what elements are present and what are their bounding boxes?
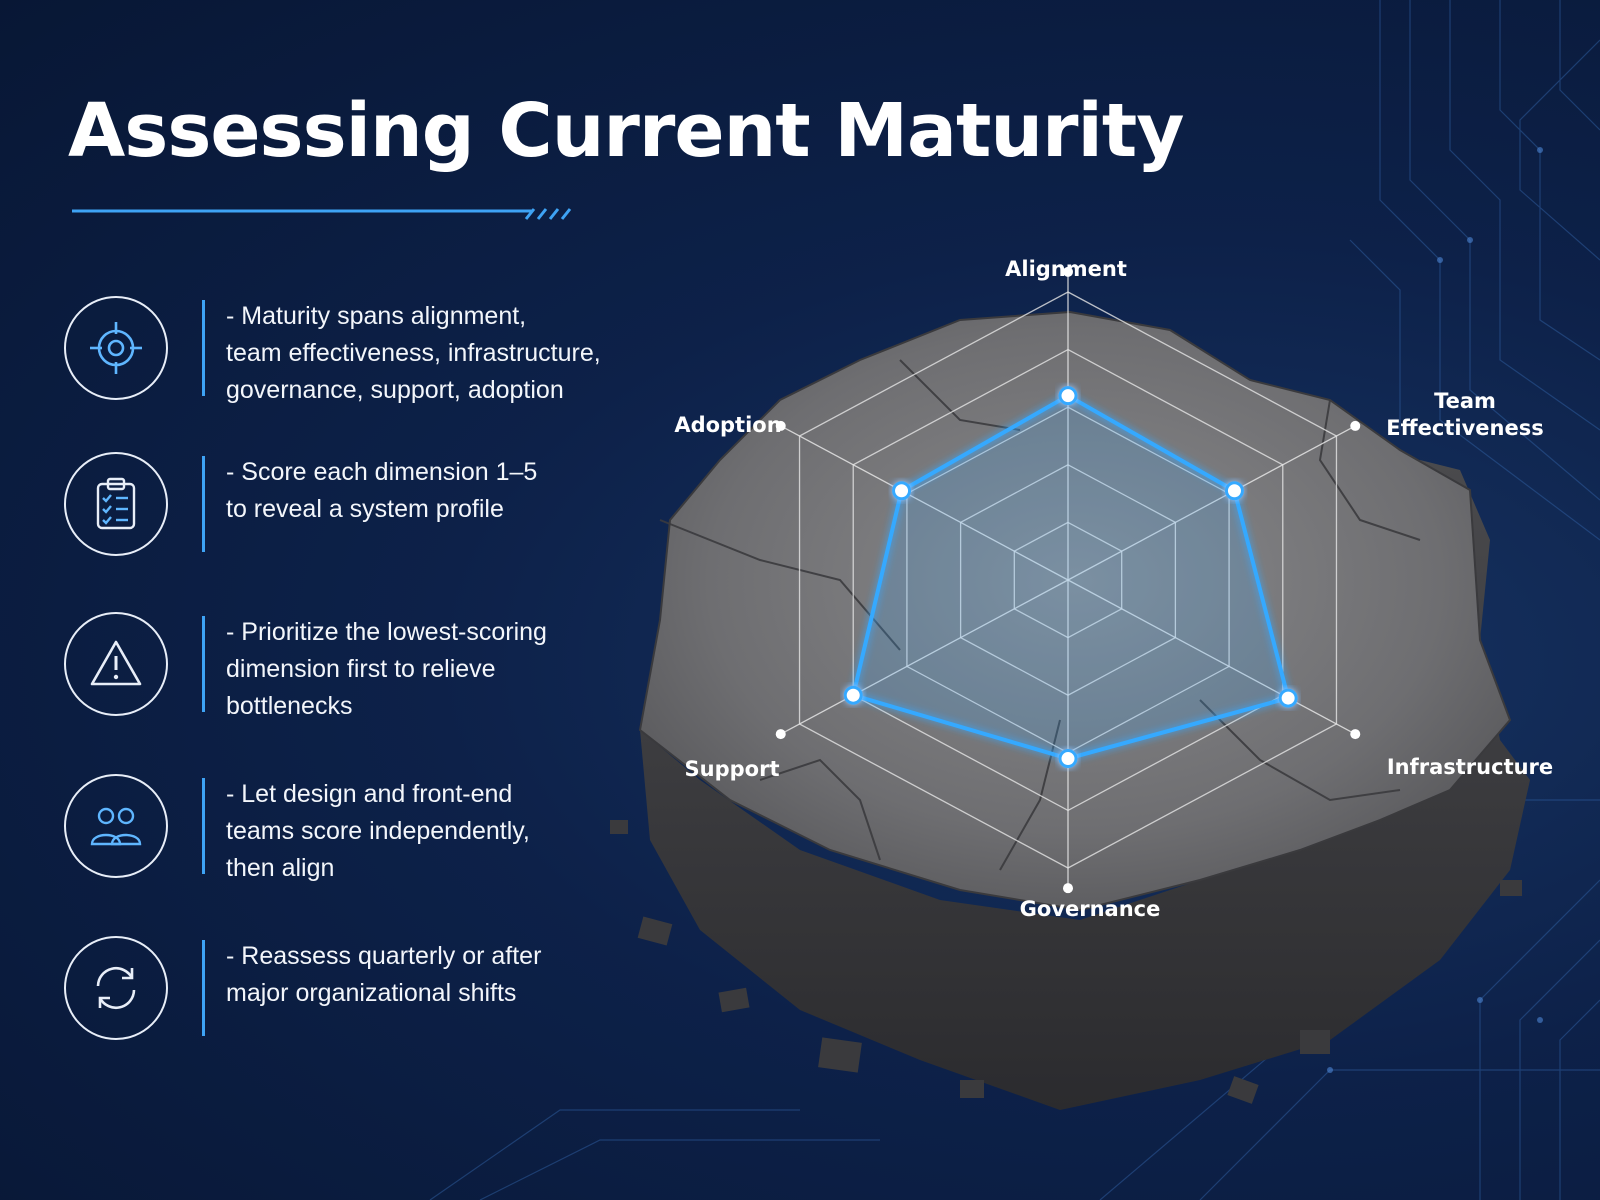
bullet-item: - Reassess quarterly or after major orga… (64, 936, 664, 1046)
bullet-text: - Reassess quarterly or after major orga… (226, 942, 542, 1007)
radar-axis-endpoint (775, 729, 786, 740)
page-title: Assessing Current Maturity (68, 88, 1185, 174)
title-underline (72, 208, 572, 220)
bullet-accent-bar (202, 300, 205, 396)
radar-data-point (1058, 749, 1078, 769)
stone-base-side (640, 460, 1530, 1110)
radar-axis-label-line: Effectiveness (1386, 416, 1543, 440)
radar-axis-endpoint (1350, 420, 1361, 431)
radar-axis-endpoint (775, 420, 786, 431)
radar-axis-label: Infrastructure (1387, 755, 1553, 779)
bullet-item: - Maturity spans alignment, team effecti… (64, 296, 664, 406)
bullet-item: - Prioritize the lowest-scoring dimensio… (64, 612, 664, 722)
radar-axis-label-line: Governance (1020, 897, 1161, 921)
radar-axis-label-line: Infrastructure (1387, 755, 1553, 779)
radar-axis-label-line: Adoption (674, 413, 781, 437)
radar-axis-label-line: Team (1434, 389, 1496, 413)
refresh-icon (96, 966, 136, 1010)
radar-data-point (843, 685, 863, 705)
radar-axis-label-line: Support (685, 757, 780, 781)
target-icon (90, 322, 142, 374)
radar-series (843, 386, 1298, 769)
bullet-accent-bar (202, 616, 205, 712)
radar-axis-label: Governance (1020, 897, 1161, 921)
target-icon-circle (64, 296, 168, 400)
bullet-accent-bar (202, 778, 205, 874)
refresh-icon-circle (64, 936, 168, 1040)
radar-data-point (892, 481, 912, 501)
bullet-text: - Score each dimension 1–5 to reveal a s… (226, 458, 538, 523)
bullet-accent-bar (202, 940, 205, 1036)
radar-data-point (1278, 688, 1298, 708)
clipboard-checklist-icon (96, 477, 136, 530)
people-icon-circle (64, 774, 168, 878)
radar-axis-endpoint (1063, 883, 1073, 894)
bullet-text: - Let design and front-end teams score i… (226, 780, 530, 882)
people-icon (90, 807, 142, 846)
radar-axis-label: Alignment (1005, 257, 1127, 281)
radar-axis-endpoint (1350, 729, 1361, 740)
radar-axis-endpoint (1063, 266, 1073, 277)
radar-axis-label-line: Alignment (1005, 257, 1127, 281)
bullet-accent-bar (202, 456, 205, 552)
radar-data-point (1058, 386, 1078, 406)
warning-icon (90, 640, 142, 686)
stone-rubble (610, 820, 1522, 1104)
radar-axis-label: Adoption (674, 413, 781, 437)
bullet-text: - Prioritize the lowest-scoring dimensio… (226, 618, 547, 720)
warning-icon-circle (64, 612, 168, 716)
radar-data-point (1224, 481, 1244, 501)
bullet-item: - Let design and front-end teams score i… (64, 774, 664, 884)
radar-axis-label: Support (685, 757, 780, 781)
bullet-text: - Maturity spans alignment, team effecti… (226, 302, 601, 404)
bullet-item: - Score each dimension 1–5 to reveal a s… (64, 452, 664, 562)
clipboard-icon-circle (64, 452, 168, 556)
